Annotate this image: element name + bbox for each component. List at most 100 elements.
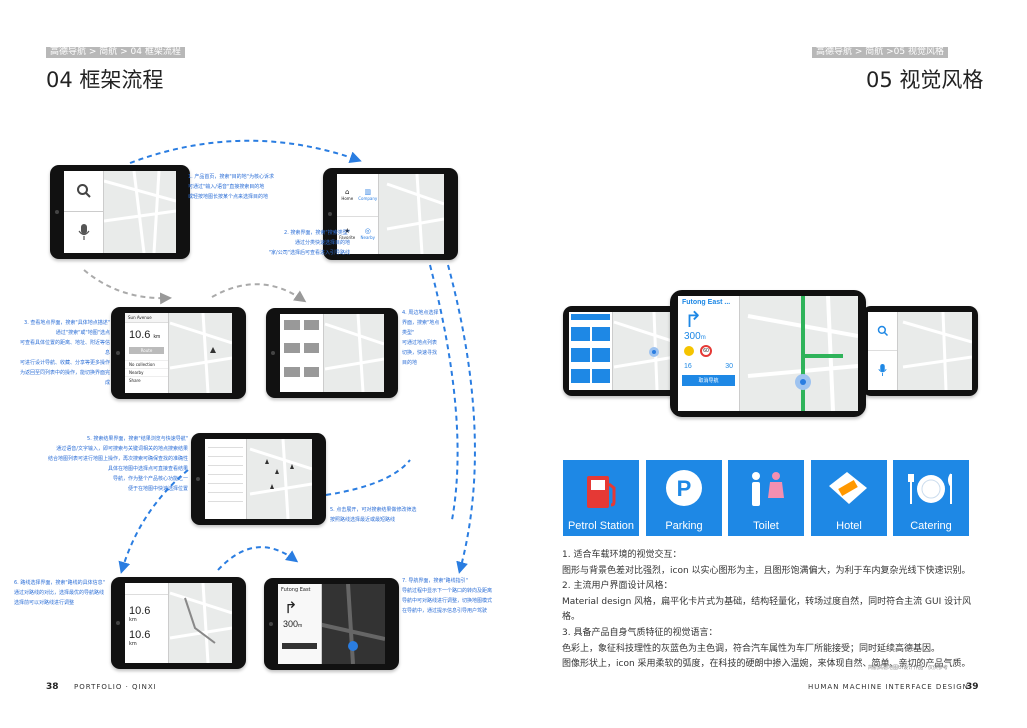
annotation-4: 4. 周边地点选择 界面，搜索"地点 类型" 可通过地点列表 切换，快速寻找 目… — [402, 308, 462, 368]
category-home-label: Home — [341, 196, 354, 201]
category-home[interactable]: ⌂Home — [337, 174, 358, 217]
home-screen — [64, 171, 176, 253]
home-icon: ⌂ — [345, 188, 350, 196]
nearby-tile[interactable] — [284, 343, 300, 354]
hero-left-tile[interactable] — [591, 348, 610, 362]
building-icon: ▥ — [364, 188, 372, 196]
route-screen: 10.6 km 10.6 km — [125, 583, 232, 663]
list-item[interactable]: Nearby — [125, 368, 168, 376]
target-icon: ◎ — [364, 226, 371, 235]
nearby-tile[interactable] — [284, 320, 300, 330]
voice-button[interactable] — [868, 351, 897, 389]
map-background — [386, 174, 444, 254]
route-button[interactable]: Route — [129, 347, 164, 354]
place-screen: Sun Avenue 10.6 km Route No collection N… — [125, 313, 232, 393]
screen-results — [191, 433, 326, 525]
nearby-tile[interactable] — [303, 343, 319, 354]
hero-left-tile[interactable] — [571, 327, 590, 341]
list-item[interactable] — [208, 469, 243, 475]
nearby-tile[interactable] — [303, 320, 319, 330]
screen-nearby — [266, 308, 398, 398]
breadcrumb-left: 高德导航 > 简航 > 04 框架流程 — [46, 47, 185, 58]
tile-label: Hotel — [836, 520, 862, 532]
paragraph-4: 图像形状上，icon 采用柔软的弧度，在科技的硬朗中掺入温婉，来体现自然、简单、… — [562, 659, 971, 670]
route-panel: 10.6 km 10.6 km — [125, 583, 169, 663]
annotation-1: 1. 产品首页，搜索"目的地"为核心诉求 可通过"输入/语音"直接搜索目的地 或… — [188, 172, 298, 202]
hero-left-tile[interactable] — [591, 369, 610, 383]
speed-limit-icon: 60 — [700, 345, 712, 357]
cancel-route-button[interactable] — [282, 643, 317, 649]
turn-right-icon: ↱ — [284, 598, 298, 617]
category-company-label: Company — [358, 196, 378, 201]
flow-arrows — [83, 139, 476, 574]
nearby-tile[interactable] — [284, 366, 300, 377]
tile-petrol-station: Petrol Station — [563, 460, 639, 536]
turn-right-icon: ↱ — [684, 307, 703, 332]
list-item[interactable]: No collection — [125, 360, 168, 368]
list-item[interactable] — [208, 451, 243, 457]
list-item[interactable] — [208, 496, 243, 502]
tile-label: Petrol Station — [567, 520, 635, 532]
list-item[interactable] — [208, 460, 243, 466]
camera-dot — [328, 212, 332, 216]
route-distance-2: 10.6 — [125, 623, 168, 641]
tile-parking: P Parking — [646, 460, 722, 536]
page-number-right: 39 — [966, 682, 979, 692]
paragraph-3: 色彩上，象征科技理性的灰蓝色为主色调，符合汽车属性为车厂所能接受；同时延续高德基… — [562, 643, 941, 654]
category-nearby[interactable]: ◎Nearby — [358, 217, 379, 255]
hero-left-tile[interactable] — [591, 327, 610, 341]
annotation-7: 7. 导航界面，搜索"路线指引" 导航过程中显示下一个路口的转向及距离 导航中可… — [402, 576, 512, 616]
category-favorite[interactable]: ★Favorite — [337, 217, 358, 255]
nearby-grid — [280, 314, 324, 392]
cancel-navigation-button[interactable]: 取消导航 — [682, 375, 735, 386]
category-company[interactable]: ▥Company — [357, 174, 378, 217]
category-nearby-label: Nearby — [360, 234, 375, 240]
hero-nav-panel: Futong East ... ↱ 300m 60 16 30 取消导航 — [678, 296, 740, 411]
page-title-right: 05 视觉风格 — [866, 68, 984, 92]
search-button[interactable] — [64, 171, 103, 212]
map-background — [169, 583, 232, 663]
hero-nav-eta-1: 16 — [684, 363, 692, 370]
svg-text:P: P — [677, 476, 692, 501]
place-distance-unit: km — [153, 334, 161, 340]
microphone-icon — [78, 224, 89, 240]
search-button[interactable] — [868, 312, 897, 351]
hero-left-tile[interactable] — [571, 348, 590, 362]
screen-home — [50, 165, 190, 259]
list-item[interactable] — [208, 478, 243, 484]
map-background — [902, 312, 972, 390]
camera-dot — [271, 351, 275, 355]
tile-catering: Catering — [893, 460, 969, 536]
hero-left-tile[interactable] — [571, 369, 590, 383]
map-background — [317, 584, 385, 664]
hero-tablet-left — [563, 306, 681, 396]
annotation-2-text: 2. 搜索界面，搜索"搜索类型" 通过分类快速选择目的地 "家/公司"选择后可查… — [268, 230, 350, 256]
tile-label: Catering — [910, 520, 952, 532]
navigation-screen: Futong East ↱ 300m — [278, 584, 385, 664]
list-item[interactable] — [208, 442, 243, 448]
microphone-icon — [878, 364, 887, 376]
annotation-5-text: 5. 搜索结果界面，搜索"结果浏览与快速导航" 通过语音/文字输入，即可搜索与关… — [47, 436, 188, 492]
screen-navigation: Futong East ↱ 300m — [264, 578, 399, 670]
nearby-tile[interactable] — [303, 366, 319, 377]
hero-tablet-center: Futong East ... ↱ 300m 60 16 30 取消导航 — [670, 290, 866, 417]
route-distance-1: 10.6 — [125, 595, 168, 617]
hero-nav-distance: 300m — [678, 331, 739, 342]
list-item[interactable] — [208, 487, 243, 493]
paragraph-1: 图形与背景色差对比强烈，icon 以实心图形为主，且图形饱满偏大，为利于车内复杂… — [562, 565, 971, 576]
annotation-1-text: 1. 产品首页，搜索"目的地"为核心诉求 可通过"输入/语音"直接搜索目的地 或… — [188, 174, 274, 200]
breadcrumb-right: 高德导航 > 简航 >05 视觉风格 — [812, 47, 948, 58]
star-icon: ★ — [344, 226, 351, 235]
tile-label: Parking — [665, 520, 703, 532]
hero-nav-eta-2: 30 — [725, 363, 733, 370]
search-icon — [76, 184, 91, 198]
results-list — [205, 439, 247, 519]
hero-right-screen — [868, 312, 972, 390]
list-item[interactable]: Share — [125, 376, 168, 384]
place-distance: 10.6 km — [125, 323, 168, 341]
route-distance-unit-2: km — [129, 641, 137, 647]
screen-place: Sun Avenue 10.6 km Route No collection N… — [111, 307, 246, 399]
tile-label: Toilet — [753, 520, 779, 532]
voice-button[interactable] — [64, 212, 103, 252]
footer-left: PORTFOLIO · QINXI — [74, 683, 157, 691]
